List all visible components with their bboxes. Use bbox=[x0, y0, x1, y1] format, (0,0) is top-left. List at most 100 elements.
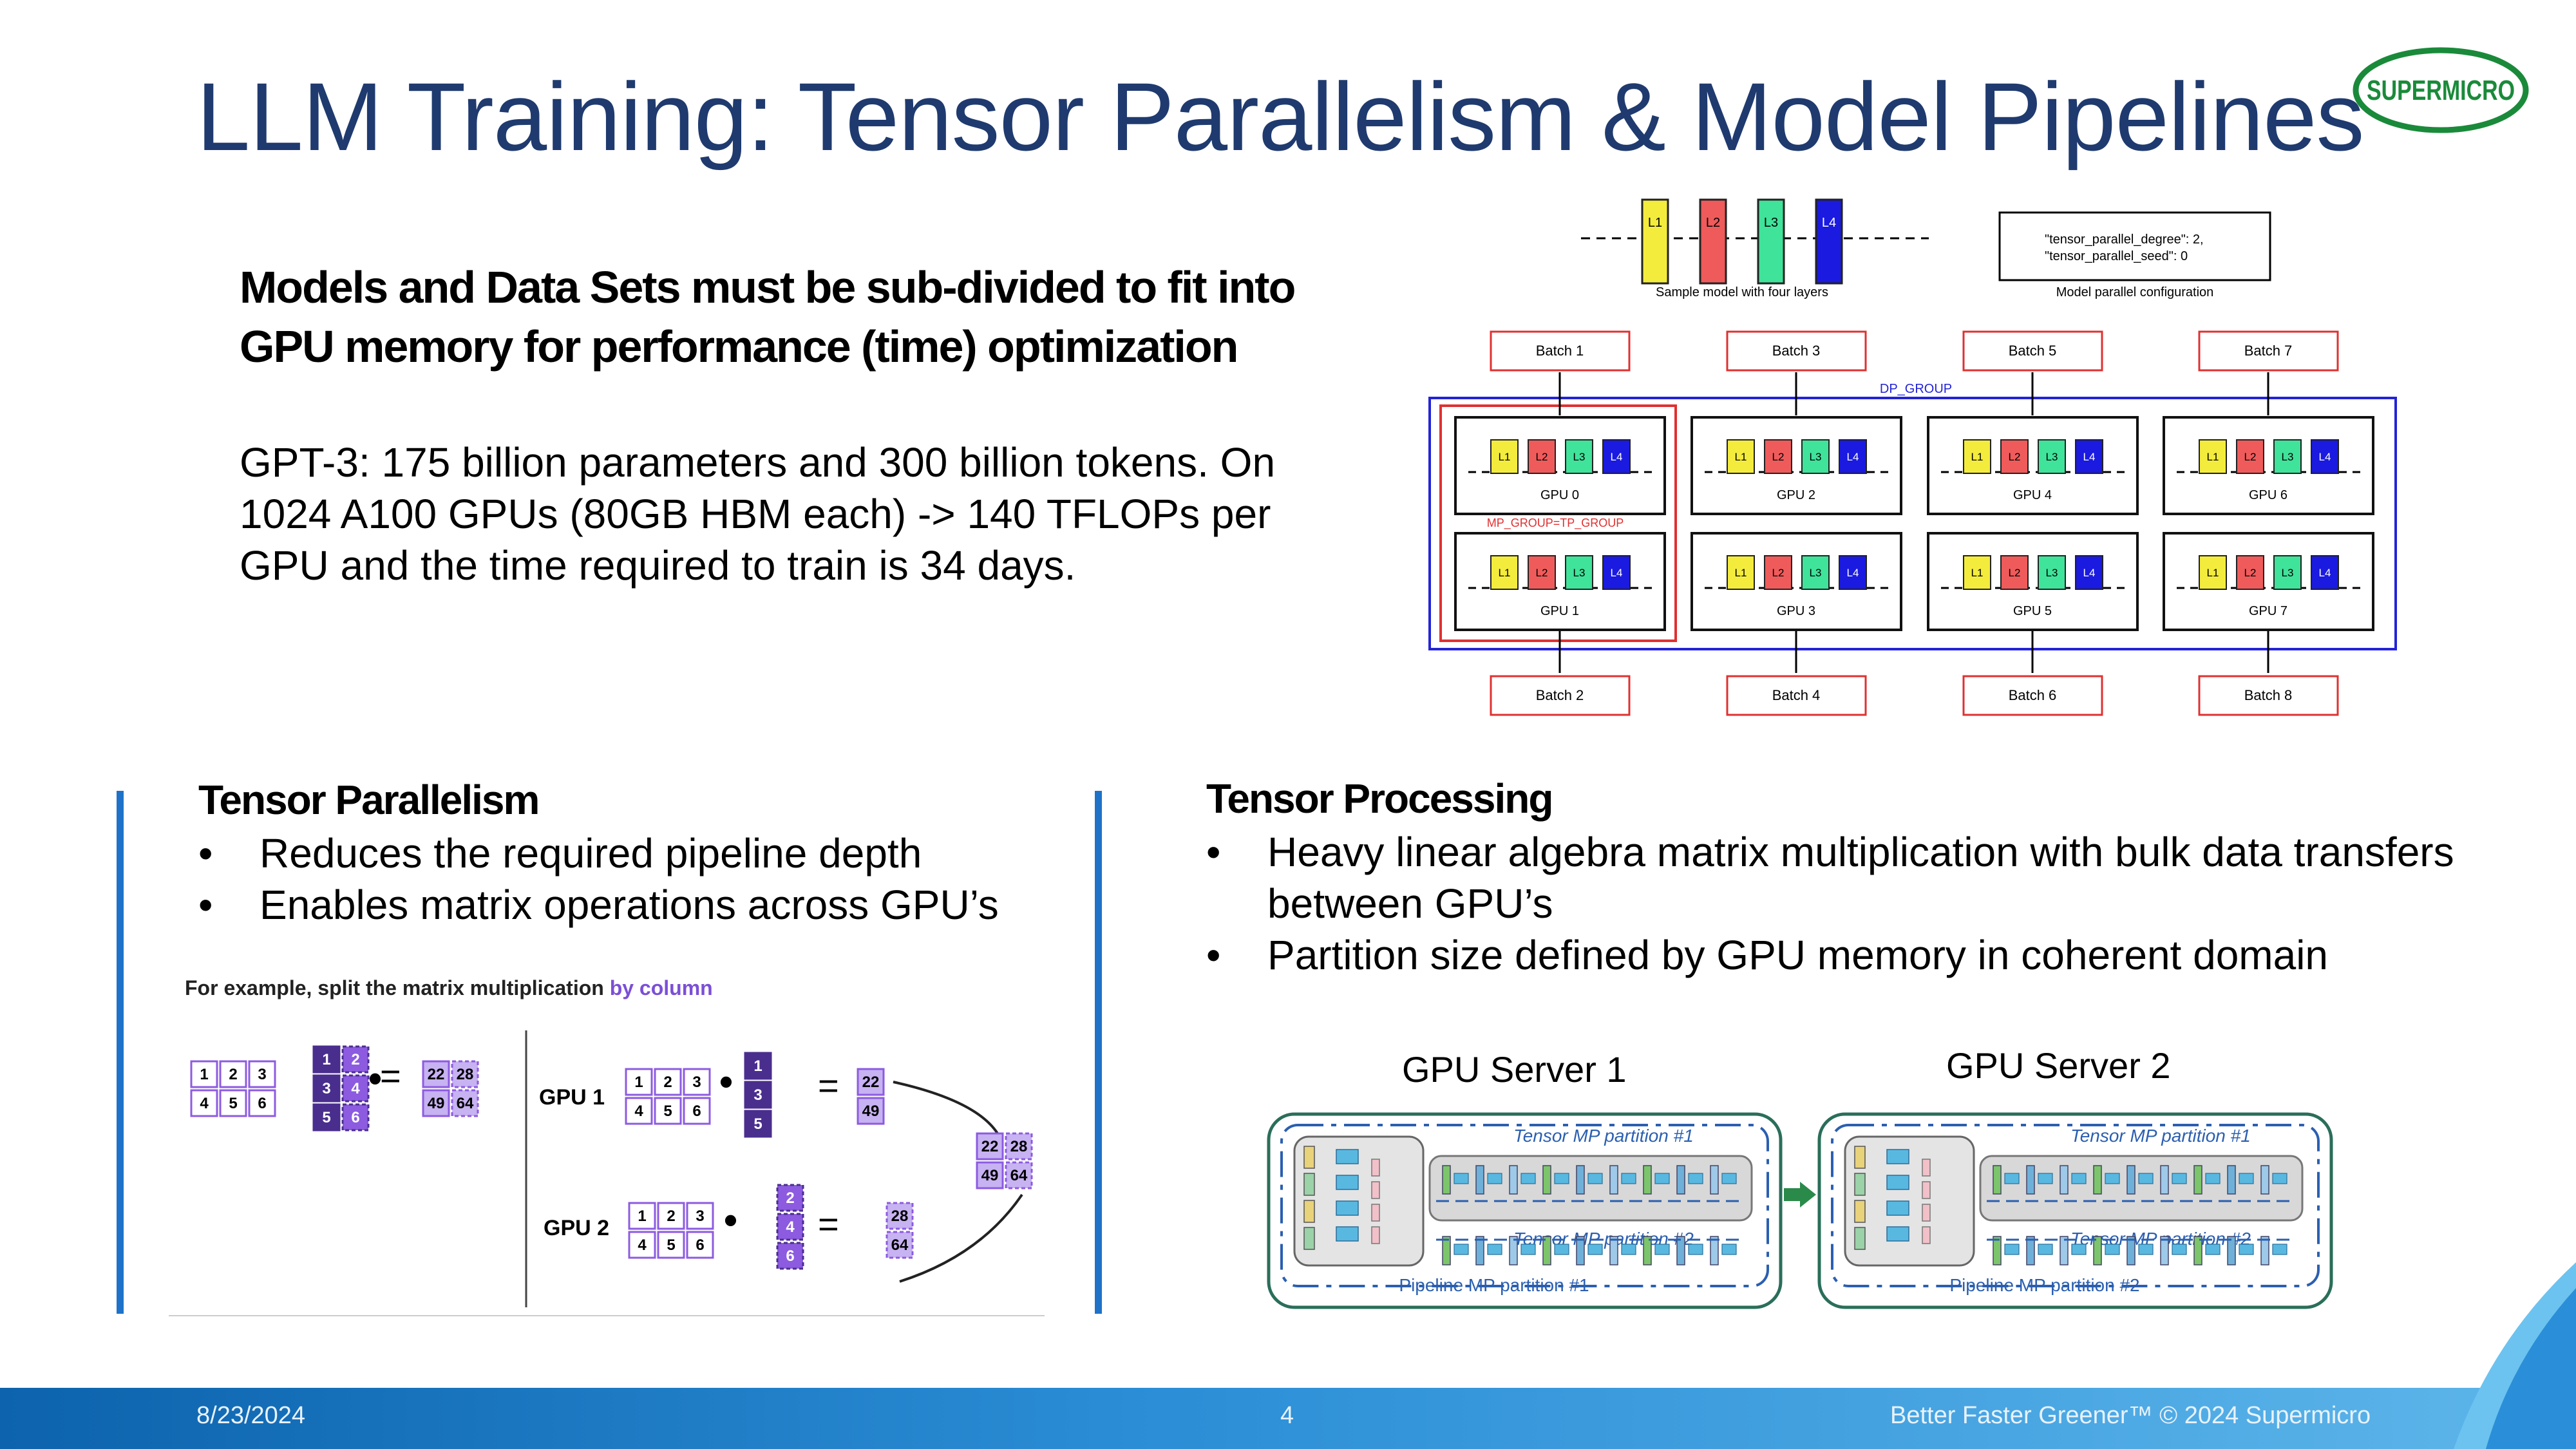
matrix-value: 3 bbox=[692, 1074, 701, 1091]
matrix-value: 4 bbox=[638, 1236, 647, 1254]
matrix-value: 4 bbox=[200, 1095, 209, 1112]
svg-text:•: • bbox=[724, 1198, 737, 1242]
matrix-value: 28 bbox=[457, 1066, 474, 1083]
layer-block bbox=[1963, 555, 1991, 590]
matrix-value: 5 bbox=[667, 1236, 675, 1254]
matrix-value: 4 bbox=[351, 1080, 360, 1097]
layer-label: L1 bbox=[1971, 451, 1984, 463]
layer-block bbox=[1801, 439, 1830, 474]
matrix-value: 1 bbox=[322, 1051, 330, 1068]
matrix-cell bbox=[625, 1068, 653, 1096]
layer-block bbox=[2311, 555, 2339, 590]
layer-block bbox=[2199, 555, 2227, 590]
svg-text:GPU 0: GPU 0 bbox=[1540, 488, 1579, 502]
gpu-server-1-label: GPU Server 1 bbox=[1402, 1049, 1627, 1090]
layer-block bbox=[1764, 555, 1792, 590]
layer-block bbox=[2038, 555, 2066, 590]
layer-block bbox=[1490, 439, 1519, 474]
layer-block bbox=[2236, 439, 2264, 474]
svg-text:Tensor MP partition #1: Tensor MP partition #1 bbox=[1513, 1126, 1694, 1146]
layer-block bbox=[2075, 555, 2103, 590]
matrix-value: 6 bbox=[258, 1095, 266, 1112]
list-item: Enables matrix operations across GPU’s bbox=[198, 879, 1100, 931]
footer-page-number: 4 bbox=[1280, 1402, 1294, 1429]
gpu-server-2-label: GPU Server 2 bbox=[1946, 1045, 2171, 1086]
matrix-cell bbox=[976, 1132, 1004, 1160]
main-heading: Models and Data Sets must be sub-divided… bbox=[240, 262, 1296, 372]
matrix-value: 5 bbox=[753, 1115, 762, 1133]
svg-text:MP_GROUP=TP_GROUP: MP_GROUP=TP_GROUP bbox=[1487, 516, 1624, 530]
svg-text:"tensor_parallel_degree": 2,: "tensor_parallel_degree": 2, bbox=[2045, 232, 2204, 247]
layer-block bbox=[2273, 555, 2302, 590]
supermicro-logo: SUPERMICRO bbox=[2353, 47, 2529, 133]
svg-text:GPU 6: GPU 6 bbox=[2249, 488, 2287, 502]
config-caption: Model parallel configuration bbox=[2056, 285, 2214, 299]
layer-block bbox=[1602, 439, 1631, 474]
layer-block bbox=[1727, 555, 1755, 590]
matrix-cell bbox=[683, 1068, 711, 1096]
layer-label: L3 bbox=[1573, 567, 1586, 579]
layer-label: L2 bbox=[1536, 567, 1548, 579]
matrix-cell bbox=[312, 1103, 341, 1132]
svg-text:Tensor MP partition #1: Tensor MP partition #1 bbox=[2070, 1126, 2251, 1146]
layer-label: L3 bbox=[1810, 451, 1822, 463]
svg-text:"tensor_parallel_seed": 0: "tensor_parallel_seed": 0 bbox=[2045, 249, 2188, 263]
layer-label: L2 bbox=[2244, 567, 2257, 579]
svg-text:Batch 3: Batch 3 bbox=[1772, 343, 1821, 359]
gpt3-paragraph: GPT-3: 175 billion parameters and 300 bi… bbox=[240, 437, 1309, 591]
matrix-cell bbox=[657, 1231, 685, 1259]
matrix-value: 1 bbox=[634, 1074, 643, 1091]
matrix-cell bbox=[1005, 1132, 1033, 1160]
matrix-value: 6 bbox=[692, 1103, 701, 1120]
matrix-value: 3 bbox=[753, 1086, 762, 1104]
svg-text:Pipeline MP partition #2: Pipeline MP partition #2 bbox=[1949, 1275, 2139, 1295]
matrix-caption: For example, split the matrix multiplica… bbox=[185, 976, 610, 999]
matrix-value: 2 bbox=[229, 1066, 237, 1083]
right-accent-bar bbox=[1095, 791, 1102, 1314]
svg-text:Batch 7: Batch 7 bbox=[2244, 343, 2293, 359]
svg-text:Batch 2: Batch 2 bbox=[1536, 687, 1584, 703]
layer-block bbox=[2273, 439, 2302, 474]
matrix-cell bbox=[657, 1202, 685, 1230]
layer-label: L1 bbox=[1499, 567, 1511, 579]
matrix-cell bbox=[683, 1097, 711, 1125]
layer-block bbox=[1528, 439, 1556, 474]
layer-label: L1 bbox=[1499, 451, 1511, 463]
gpt3-label: GPT-3 bbox=[240, 439, 359, 486]
matrix-split-diagram: For example, split the matrix multiplica… bbox=[169, 953, 1045, 1317]
matrix-value: 1 bbox=[638, 1208, 646, 1225]
svg-text:=: = bbox=[818, 1204, 839, 1244]
layer-block bbox=[1490, 555, 1519, 590]
layer-label: L2 bbox=[2009, 567, 2021, 579]
matrix-cell bbox=[219, 1089, 247, 1117]
layer-block bbox=[1528, 555, 1556, 590]
matrix-cell bbox=[341, 1074, 370, 1103]
gpu2-label: GPU 2 bbox=[544, 1216, 609, 1240]
layer-block bbox=[1839, 555, 1867, 590]
batches-bottom: Batch 2 Batch 4 Batch 6 Batch 8 bbox=[1490, 675, 2339, 716]
matrix-cell bbox=[744, 1081, 772, 1109]
matrix-cell bbox=[654, 1097, 682, 1125]
layer-label: L3 bbox=[1810, 567, 1822, 579]
list-item: Reduces the required pipeline depth bbox=[198, 828, 1100, 879]
matrix-cell bbox=[190, 1060, 218, 1088]
layer-label: L3 bbox=[1573, 451, 1586, 463]
matrix-value: 3 bbox=[258, 1066, 266, 1083]
matrix-cell bbox=[219, 1060, 247, 1088]
svg-text:GPU 5: GPU 5 bbox=[2013, 604, 2052, 618]
tensor-processing-title: Tensor Processing bbox=[1206, 775, 1553, 822]
matrix-cell bbox=[625, 1097, 653, 1125]
layer-label: L4 bbox=[2083, 567, 2096, 579]
matrix-cell bbox=[451, 1060, 479, 1088]
matrix-cell bbox=[1005, 1161, 1033, 1189]
svg-text:GPU 4: GPU 4 bbox=[2013, 488, 2052, 502]
layer-label: L3 bbox=[2046, 451, 2058, 463]
matrix-value: 64 bbox=[891, 1236, 909, 1254]
footer-swoosh bbox=[2454, 1262, 2576, 1449]
tensor-parallelism-title: Tensor Parallelism bbox=[198, 777, 540, 823]
svg-text:GPU 3: GPU 3 bbox=[1777, 604, 1815, 618]
svg-text:GPU 2: GPU 2 bbox=[1777, 488, 1815, 502]
tensor-processing-bullets: Heavy linear algebra matrix multiplicati… bbox=[1206, 826, 2533, 981]
matrix-value: 49 bbox=[981, 1167, 999, 1184]
list-item: Heavy linear algebra matrix multiplicati… bbox=[1206, 826, 2533, 929]
